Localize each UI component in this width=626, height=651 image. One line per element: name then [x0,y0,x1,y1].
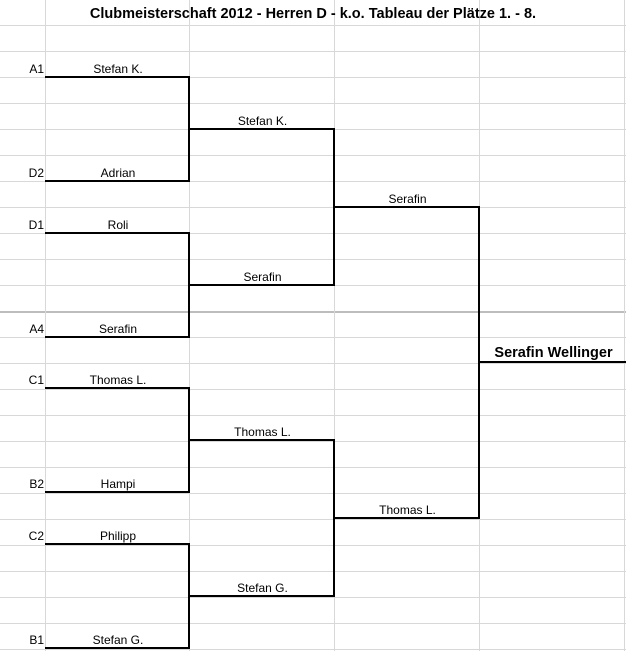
bracket-line [334,517,480,519]
bracket-line [189,439,335,441]
row-gridline [0,467,626,468]
column-gridline [624,0,625,651]
seed-label: D2 [28,166,44,180]
seed-label: D1 [28,218,44,232]
round3-player: Serafin [388,192,427,206]
tournament-winner: Serafin Wellinger [494,345,613,361]
round1-player: Hampi [100,477,136,491]
bracket-line [45,336,190,338]
round2-player: Stefan G. [237,581,288,595]
row-gridline [0,155,626,156]
winner-line [479,361,626,363]
row-gridline [0,441,626,442]
row-gridline [0,519,626,520]
row-gridline [0,545,626,546]
bracket-line [334,206,480,208]
round1-player: Roli [107,218,129,232]
row-gridline [0,103,626,104]
bracket-line [45,543,190,545]
row-gridline [0,77,626,78]
bracket-line [45,647,190,649]
bracket-line [45,387,190,389]
seed-label: B1 [29,633,44,647]
freeze-pane-divider [0,311,626,313]
round2-player: Serafin [243,270,282,284]
row-gridline [0,233,626,234]
bracket-line [189,284,335,286]
row-gridline [0,363,626,364]
row-gridline [0,25,626,26]
round3-player: Thomas L. [379,503,436,517]
seed-label: A1 [29,62,44,76]
round1-player: Serafin [98,322,138,336]
row-gridline [0,623,626,624]
round1-player: Thomas L. [89,373,147,387]
round2-player: Thomas L. [234,425,291,439]
round1-player: Adrian [100,166,136,180]
row-gridline [0,259,626,260]
seed-label: C2 [28,529,44,543]
row-gridline [0,337,626,338]
row-gridline [0,51,626,52]
row-gridline [0,493,626,494]
row-gridline [0,415,626,416]
row-gridline [0,571,626,572]
row-gridline [0,597,626,598]
seed-label: C1 [28,373,44,387]
bracket-line [45,76,190,78]
row-gridline [0,207,626,208]
round1-player: Stefan G. [92,633,144,647]
bracket-line [189,128,335,130]
column-gridline [45,0,46,651]
row-gridline [0,181,626,182]
bracket-line [189,595,335,597]
page-title: Clubmeisterschaft 2012 - Herren D - k.o.… [89,6,537,22]
bracket-line [45,232,190,234]
round1-player: Philipp [99,529,137,543]
row-gridline [0,649,626,650]
round1-player: Stefan K. [93,62,143,76]
bracket-line [45,180,190,182]
bracket-line [45,491,190,493]
round2-player: Stefan K. [237,114,288,128]
row-gridline [0,389,626,390]
seed-label: B2 [29,477,44,491]
column-gridline [334,0,335,651]
seed-label: A4 [29,322,44,336]
